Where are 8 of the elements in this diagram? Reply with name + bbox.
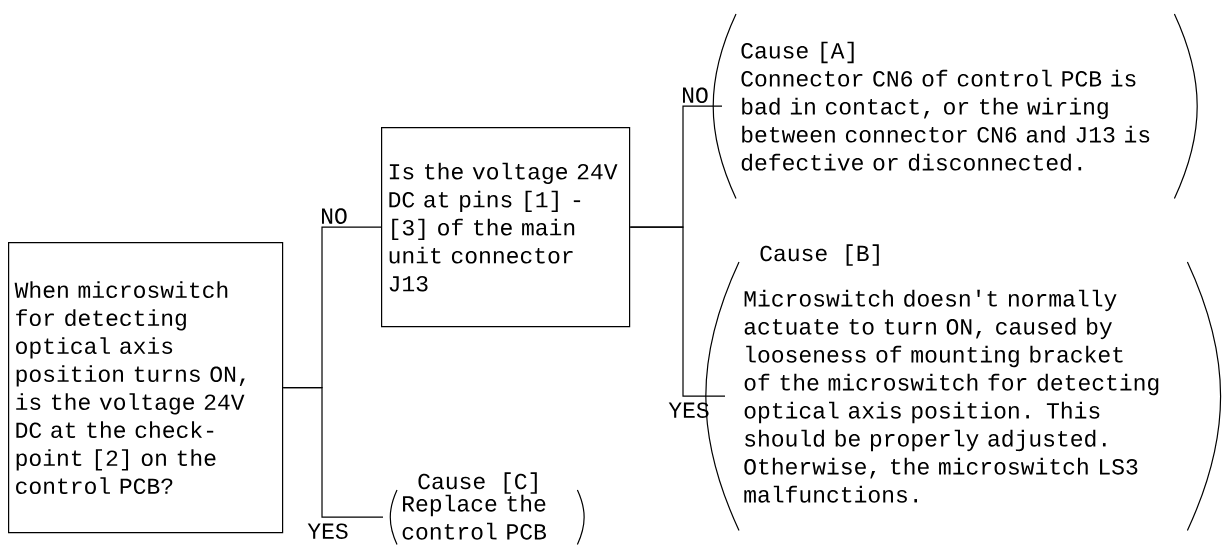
process-box: Is the voltage 24V DC at pins [1] - [3] of the main unit connector J13 [381,127,631,328]
process-box: When microswitch for detecting optical axis position turns ON, is the voltage 24V DC at the check-point [2] on the control PCB? [8,242,284,534]
edge-label: NO [683,87,708,103]
cause-bracket: Cause [A] Connector CN6 of control PCB is bad in contact, or the wiring between connector CN6 and J13 is defective or disconnected. [712,13,1198,199]
edge-label: YES [307,523,348,539]
edge-label: NO [322,208,347,224]
connector-line [629,226,726,397]
connector-line [282,387,384,518]
